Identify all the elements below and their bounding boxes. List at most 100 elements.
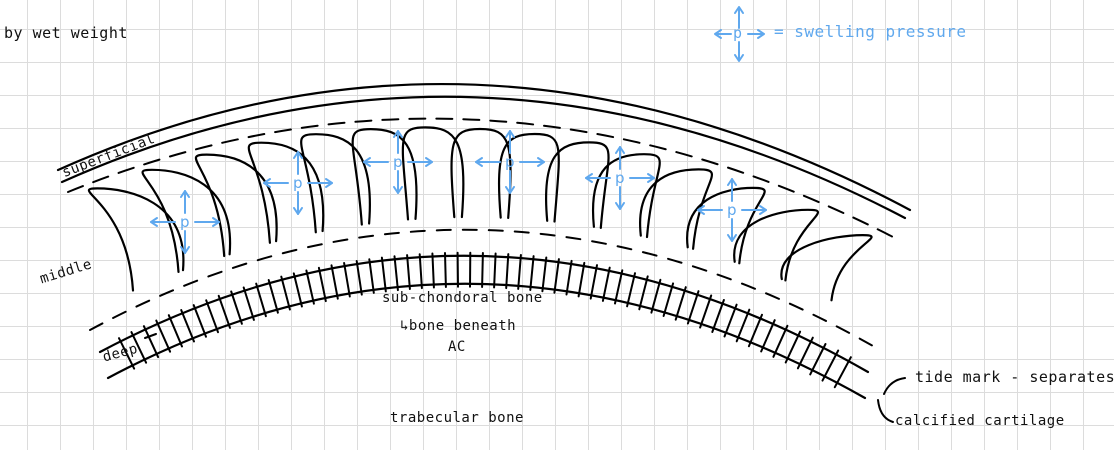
calcified-tick bbox=[481, 252, 484, 288]
calcified-tick bbox=[723, 303, 738, 338]
calcified-tick bbox=[662, 282, 675, 317]
calcified-tick bbox=[747, 313, 763, 348]
calcified-tick bbox=[305, 269, 315, 305]
calcified-tick bbox=[735, 308, 751, 343]
collagen-arcade bbox=[497, 132, 560, 223]
calcified-tick bbox=[267, 279, 279, 314]
calcified-tick bbox=[614, 269, 624, 305]
calcified-tick bbox=[589, 264, 598, 300]
calcified-tick bbox=[155, 319, 172, 353]
collagen-arcade bbox=[686, 186, 766, 265]
calcified-tick bbox=[330, 264, 339, 300]
calcified-tick bbox=[355, 260, 363, 296]
calcified-tick bbox=[180, 309, 195, 343]
calcified-tick bbox=[431, 252, 435, 289]
pressure-marker: p bbox=[363, 130, 433, 194]
pressure-symbol: p bbox=[393, 153, 403, 171]
pressure-arrowhead-down bbox=[180, 246, 190, 254]
label-trabecular-bone: trabecular bone bbox=[390, 410, 524, 426]
calcified-callout-line bbox=[877, 399, 894, 423]
calcified-tick bbox=[650, 278, 662, 314]
collagen-arcade bbox=[194, 153, 278, 258]
pressure-arrowhead-right bbox=[759, 205, 767, 215]
calcified-tick bbox=[167, 314, 183, 348]
calcified-tick bbox=[130, 331, 148, 364]
label-tide-mark: tide mark - separates bbox=[915, 368, 1114, 386]
calcified-tick bbox=[142, 325, 160, 359]
pressure-arrowhead-down bbox=[615, 202, 625, 210]
calcified-tick bbox=[809, 343, 827, 376]
calcified-tick bbox=[255, 282, 267, 318]
header-wet-weight: by wet weight bbox=[4, 24, 128, 42]
collagen-arcade bbox=[591, 153, 661, 239]
pressure-arrowhead-left bbox=[475, 157, 483, 167]
pressure-arrowhead-down bbox=[727, 234, 737, 242]
calcified-tick bbox=[674, 286, 687, 321]
pressure-symbol: p bbox=[180, 213, 190, 231]
calcified-tick bbox=[541, 256, 548, 293]
collagen-arcade bbox=[247, 141, 325, 244]
pressure-marker: p bbox=[697, 178, 767, 242]
collagen-arcades bbox=[87, 126, 873, 302]
pressure-arrowhead-right bbox=[325, 178, 333, 188]
pressure-arrowhead-down bbox=[393, 186, 403, 194]
label-subchondral-bone: sub-chondoral bone bbox=[382, 290, 543, 306]
collagen-arcade bbox=[401, 126, 465, 221]
pressure-marker: p bbox=[475, 130, 545, 194]
pressure-arrowhead-up bbox=[727, 178, 737, 186]
pressure-symbol: p bbox=[505, 153, 515, 171]
legend-symbol-p: p bbox=[733, 24, 743, 42]
calcified-tick bbox=[317, 266, 327, 303]
calcified-tick bbox=[638, 275, 649, 311]
calcified-tick bbox=[565, 259, 573, 296]
calcified-tick bbox=[772, 324, 789, 358]
tide-mark-line-lower bbox=[106, 282, 867, 400]
calcified-tick bbox=[711, 299, 725, 333]
calcified-tick bbox=[280, 275, 291, 311]
pressure-arrowhead-left bbox=[263, 178, 271, 188]
pressure-arrowhead-down bbox=[505, 186, 515, 194]
calcified-tick bbox=[230, 290, 243, 325]
calcified-cartilage-ticks bbox=[118, 251, 852, 389]
collagen-arcade bbox=[780, 234, 873, 302]
calcified-tick bbox=[821, 349, 840, 382]
calcified-tick bbox=[343, 262, 351, 298]
pressure-marker: p bbox=[150, 190, 220, 254]
pressure-arrowhead-left bbox=[697, 205, 705, 215]
pressure-arrowhead-right bbox=[425, 157, 433, 167]
deep-callout-line bbox=[144, 333, 157, 339]
calcified-tick bbox=[192, 304, 207, 338]
pressure-arrowhead-up bbox=[293, 151, 303, 159]
pressure-arrowhead-right bbox=[647, 173, 655, 183]
pressure-marker: p bbox=[585, 146, 655, 210]
calcified-tick bbox=[380, 256, 387, 293]
pressure-arrowhead-up bbox=[505, 130, 515, 138]
calcified-tick bbox=[517, 254, 522, 290]
tide-mark-callout-line bbox=[883, 377, 906, 395]
calcified-tick bbox=[205, 299, 219, 334]
calcified-tick bbox=[493, 252, 497, 289]
pressure-marker: p bbox=[263, 151, 333, 215]
calcified-tick bbox=[393, 255, 399, 292]
pressure-arrowhead-right bbox=[212, 217, 220, 227]
calcified-tick bbox=[444, 252, 447, 288]
calcified-tick bbox=[418, 253, 423, 290]
calcified-tick bbox=[601, 266, 611, 302]
surface-line-outer bbox=[56, 82, 912, 212]
pressure-arrowhead-down bbox=[293, 207, 303, 215]
calcified-tick bbox=[833, 356, 852, 389]
calcified-tick bbox=[292, 272, 303, 308]
calcified-tick bbox=[553, 258, 560, 294]
label-calcified-cartilage: calcified cartilage bbox=[895, 413, 1065, 429]
collagen-arcade bbox=[141, 168, 232, 273]
calcified-tick bbox=[242, 286, 255, 321]
collagen-arcade bbox=[351, 128, 418, 226]
pressure-arrowhead-up bbox=[615, 146, 625, 154]
legend-pressure-symbol bbox=[714, 6, 765, 62]
label-bone-beneath: ↳bone beneath bbox=[400, 318, 517, 334]
calcified-tick bbox=[796, 336, 814, 370]
calcified-tick bbox=[784, 330, 802, 364]
calcified-tick bbox=[406, 254, 411, 290]
collagen-arcade bbox=[733, 208, 820, 282]
